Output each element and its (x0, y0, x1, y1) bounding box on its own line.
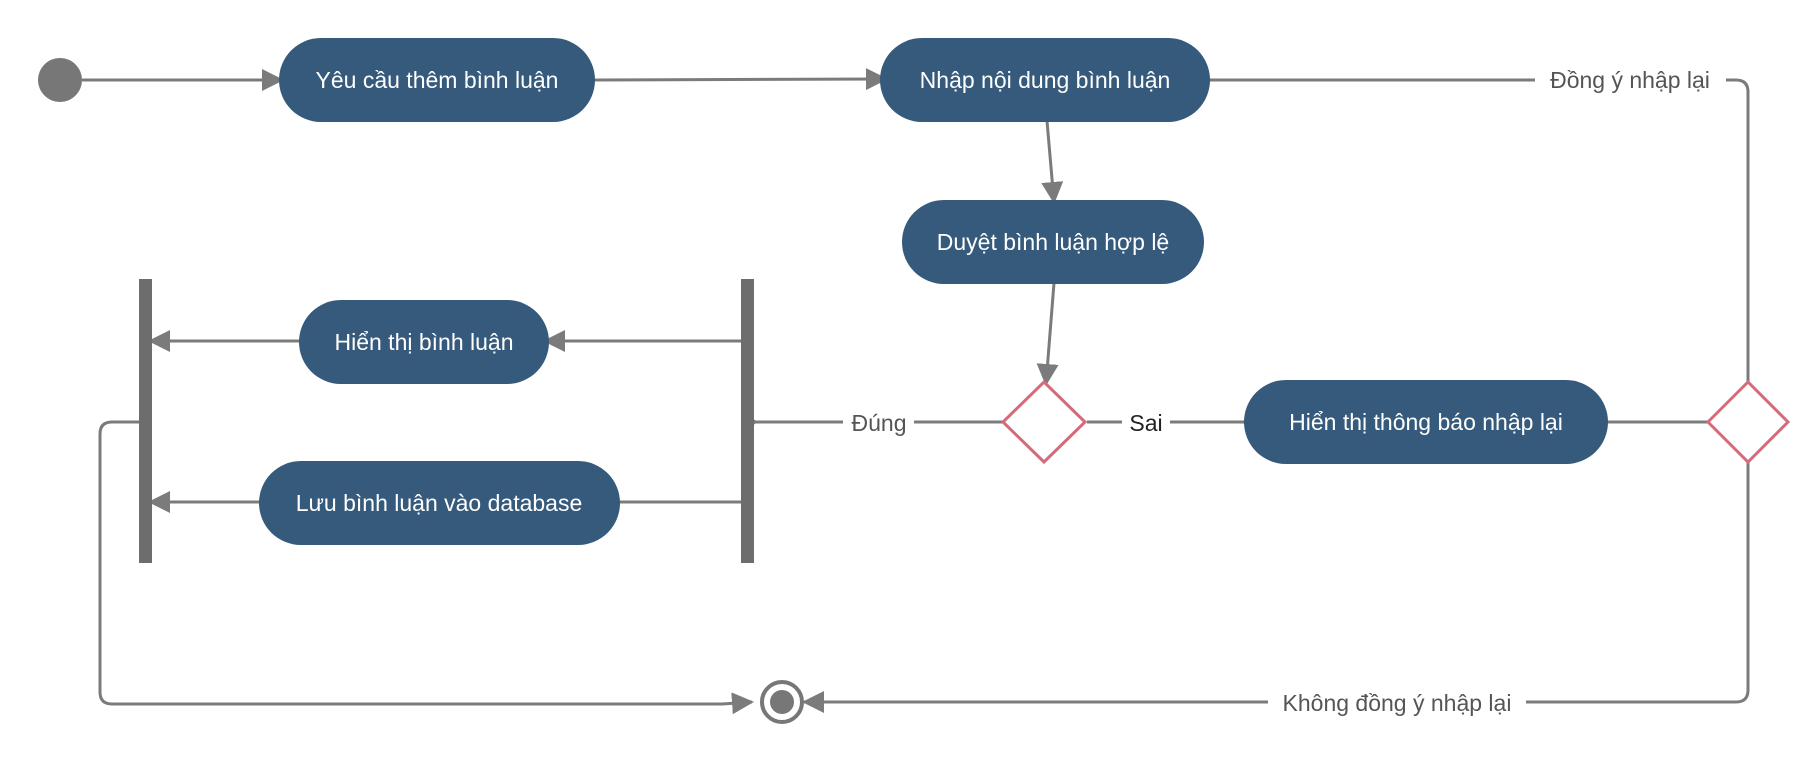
join-bar (139, 279, 152, 563)
node-validate: Duyệt bình luận hợp lệ (902, 200, 1204, 284)
node-request-add-label: Yêu cầu thêm bình luận (316, 67, 559, 93)
decision-valid (1000, 379, 1088, 465)
edge-join-to-end (98, 420, 754, 715)
node-save-db: Lưu bình luận vào database (259, 461, 620, 545)
node-validate-label: Duyệt bình luận hợp lệ (937, 229, 1169, 255)
edge-validate-to-decision (1036, 282, 1059, 386)
edges (82, 68, 1750, 715)
node-show-comment-label: Hiển thị bình luận (334, 329, 513, 355)
edge-label-invalid: Sai (1129, 410, 1162, 436)
node-save-db-label: Lưu bình luận vào database (296, 490, 583, 516)
edge-label-disagree-reenter: Không đồng ý nhập lại (1283, 690, 1512, 716)
node-request-add: Yêu cầu thêm bình luận (279, 38, 595, 122)
node-show-comment: Hiển thị bình luận (299, 300, 549, 384)
node-enter-content: Nhập nội dung bình luận (880, 38, 1210, 122)
edge-label-agree-reenter: Đồng ý nhập lại (1550, 67, 1710, 93)
node-show-reenter: Hiển thị thông báo nhập lại (1244, 380, 1608, 464)
fork-bar (741, 279, 754, 563)
decision-reenter (1705, 379, 1791, 465)
edge-decision2-to-end-a (1526, 462, 1750, 704)
edge-request-to-enter (593, 68, 888, 91)
edge-label-valid: Đúng (852, 410, 907, 436)
final-node (760, 680, 804, 724)
edge-decision2-to-enter-a (1726, 78, 1750, 382)
node-enter-content-label: Nhập nội dung bình luận (920, 67, 1171, 93)
node-show-reenter-label: Hiển thị thông báo nhập lại (1289, 409, 1563, 435)
edge-enter-to-validate (1041, 120, 1064, 204)
initial-node (38, 58, 82, 102)
